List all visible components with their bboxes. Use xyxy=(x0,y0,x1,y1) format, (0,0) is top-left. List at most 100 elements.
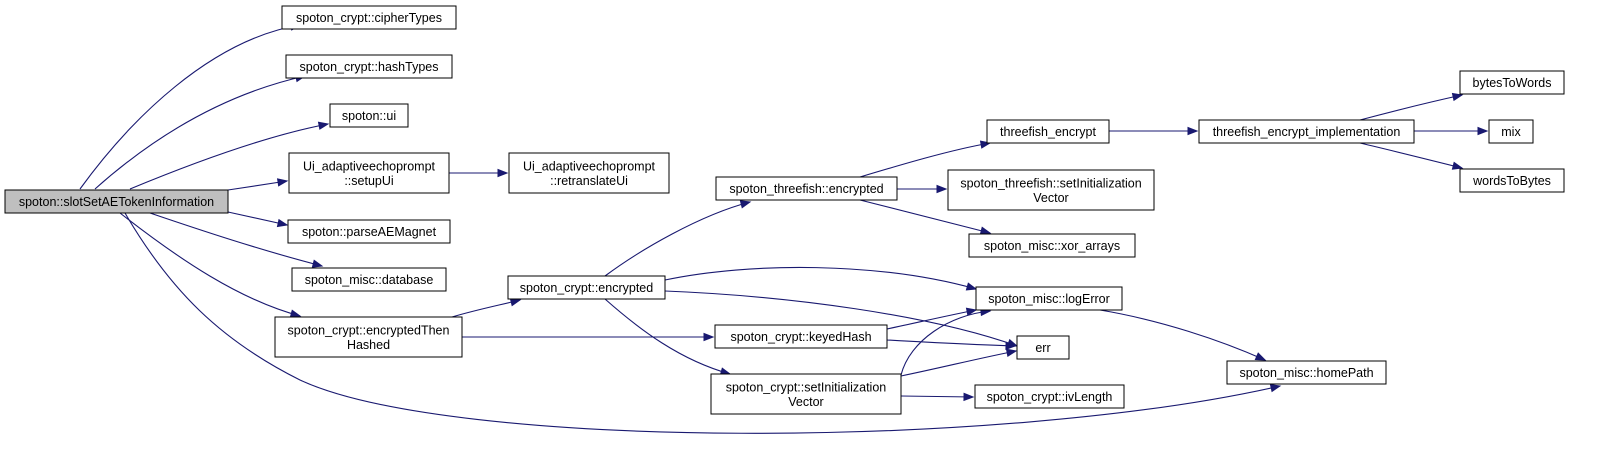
node-homePath[interactable]: spoton_misc::homePath xyxy=(1226,360,1387,385)
edge-line xyxy=(79,24,301,190)
node-ivLength[interactable]: spoton_crypt::ivLength xyxy=(974,384,1125,409)
node-label: ::retranslateUi xyxy=(550,174,628,188)
edge-line xyxy=(227,180,288,191)
node-bytesToWords[interactable]: bytesToWords xyxy=(1459,70,1565,95)
node-err[interactable]: err xyxy=(1016,335,1070,360)
edge-line xyxy=(119,212,301,317)
node-label: spoton_misc::database xyxy=(305,273,434,287)
node-ui[interactable]: spoton::ui xyxy=(329,103,409,128)
node-box xyxy=(1459,168,1565,193)
node-label: threefish_encrypt_implementation xyxy=(1213,125,1401,139)
node-box xyxy=(986,119,1110,144)
edge-threefishEncrypted-to-threefishSetIV xyxy=(897,184,948,194)
edge-line xyxy=(900,350,1017,377)
node-label: threefish_encrypt xyxy=(1000,125,1096,139)
edge-line xyxy=(859,142,991,178)
node-label: ::setupUi xyxy=(344,174,393,188)
node-box xyxy=(287,219,451,244)
edge-line xyxy=(859,199,991,234)
edge-line xyxy=(129,123,329,190)
edge-logError-to-homePath xyxy=(1099,309,1267,361)
node-box xyxy=(714,324,888,349)
node-cryptEncrypted[interactable]: spoton_crypt::encrypted xyxy=(507,275,666,300)
node-box xyxy=(710,373,902,415)
edge-line xyxy=(227,211,288,226)
node-parseAEMagnet[interactable]: spoton::parseAEMagnet xyxy=(287,219,451,244)
arrowhead-icon xyxy=(276,218,289,228)
node-box xyxy=(285,54,453,79)
node-label: spoton_crypt::hashTypes xyxy=(300,60,439,74)
node-box xyxy=(715,176,898,201)
edge-line xyxy=(900,395,974,398)
node-box xyxy=(1488,119,1534,144)
node-box xyxy=(1198,119,1415,144)
node-threefishSetIV[interactable]: spoton_threefish::setInitializationVecto… xyxy=(947,169,1155,211)
arrowhead-icon xyxy=(289,309,302,318)
arrowhead-icon xyxy=(1254,352,1267,361)
edge-line xyxy=(604,201,751,277)
arrowhead-icon xyxy=(936,184,948,194)
node-label: spoton_threefish::encrypted xyxy=(729,182,883,196)
edge-line xyxy=(149,212,323,267)
node-root[interactable]: spoton::slotSetAETokenInformation xyxy=(4,189,229,214)
edges-layer xyxy=(79,22,1489,434)
arrowhead-icon xyxy=(963,392,975,402)
edge-root-to-encryptedThenHashed xyxy=(119,212,302,318)
edge-line xyxy=(1359,94,1463,121)
node-label: spoton_crypt::encrypted xyxy=(520,281,653,295)
arrowhead-icon xyxy=(1451,92,1464,102)
edge-line xyxy=(1359,142,1463,169)
node-label: Vector xyxy=(1033,191,1068,205)
edge-setupUi-to-retranslateUi xyxy=(449,168,509,178)
node-label: spoton::ui xyxy=(342,109,396,123)
node-label: spoton::slotSetAETokenInformation xyxy=(19,195,214,209)
node-label: Hashed xyxy=(347,338,390,352)
edge-threefishEncrypt-to-impl xyxy=(1109,126,1199,136)
edge-root-to-cipherTypes xyxy=(79,22,302,190)
node-label: mix xyxy=(1501,125,1521,139)
node-keyedHash[interactable]: spoton_crypt::keyedHash xyxy=(714,324,888,349)
node-retranslateUi[interactable]: Ui_adaptiveechoprompt::retranslateUi xyxy=(508,152,670,194)
arrowhead-icon xyxy=(1187,126,1199,136)
node-threefishEncrypt[interactable]: threefish_encrypt xyxy=(986,119,1110,144)
node-box xyxy=(1459,70,1565,95)
node-box xyxy=(507,275,666,300)
node-cipherTypes[interactable]: spoton_crypt::cipherTypes xyxy=(281,5,457,30)
edge-root-to-setupUi xyxy=(227,178,289,191)
edge-cryptEncrypted-to-threefishEncrypted xyxy=(604,200,752,277)
node-logError[interactable]: spoton_misc::logError xyxy=(975,286,1123,311)
node-database[interactable]: spoton_misc::database xyxy=(291,267,447,292)
node-xorArrays[interactable]: spoton_misc::xor_arrays xyxy=(968,233,1136,258)
node-wordsToBytes[interactable]: wordsToBytes xyxy=(1459,168,1565,193)
node-label: spoton_crypt::cipherTypes xyxy=(296,11,442,25)
node-box xyxy=(508,152,670,194)
edge-line xyxy=(900,310,991,376)
edge-impl-to-mix xyxy=(1414,126,1489,136)
node-box xyxy=(291,267,447,292)
node-label: spoton_misc::homePath xyxy=(1239,366,1373,380)
node-threefishEncrypted[interactable]: spoton_threefish::encrypted xyxy=(715,176,898,201)
node-box xyxy=(1226,360,1387,385)
arrowhead-icon xyxy=(497,168,509,178)
edge-line xyxy=(124,212,1281,434)
arrowhead-icon xyxy=(739,200,752,209)
node-setupUi[interactable]: Ui_adaptiveechoprompt::setupUi xyxy=(288,152,450,194)
node-hashTypes[interactable]: spoton_crypt::hashTypes xyxy=(285,54,453,79)
node-label: spoton::parseAEMagnet xyxy=(302,225,437,239)
arrowhead-icon xyxy=(276,178,289,187)
edge-cryptEncrypted-to-logError xyxy=(664,266,978,291)
node-box xyxy=(968,233,1136,258)
arrowhead-icon xyxy=(1451,161,1464,170)
node-mix[interactable]: mix xyxy=(1488,119,1534,144)
node-impl[interactable]: threefish_encrypt_implementation xyxy=(1198,119,1415,144)
edge-root-to-homePath xyxy=(124,212,1282,434)
edge-line xyxy=(94,75,306,190)
edge-keyedHash-to-err xyxy=(886,339,1017,350)
edge-keyedHash-to-logError xyxy=(886,307,978,330)
edge-impl-to-bytesToWords xyxy=(1359,92,1464,121)
node-box xyxy=(1016,335,1070,360)
node-box xyxy=(975,286,1123,311)
